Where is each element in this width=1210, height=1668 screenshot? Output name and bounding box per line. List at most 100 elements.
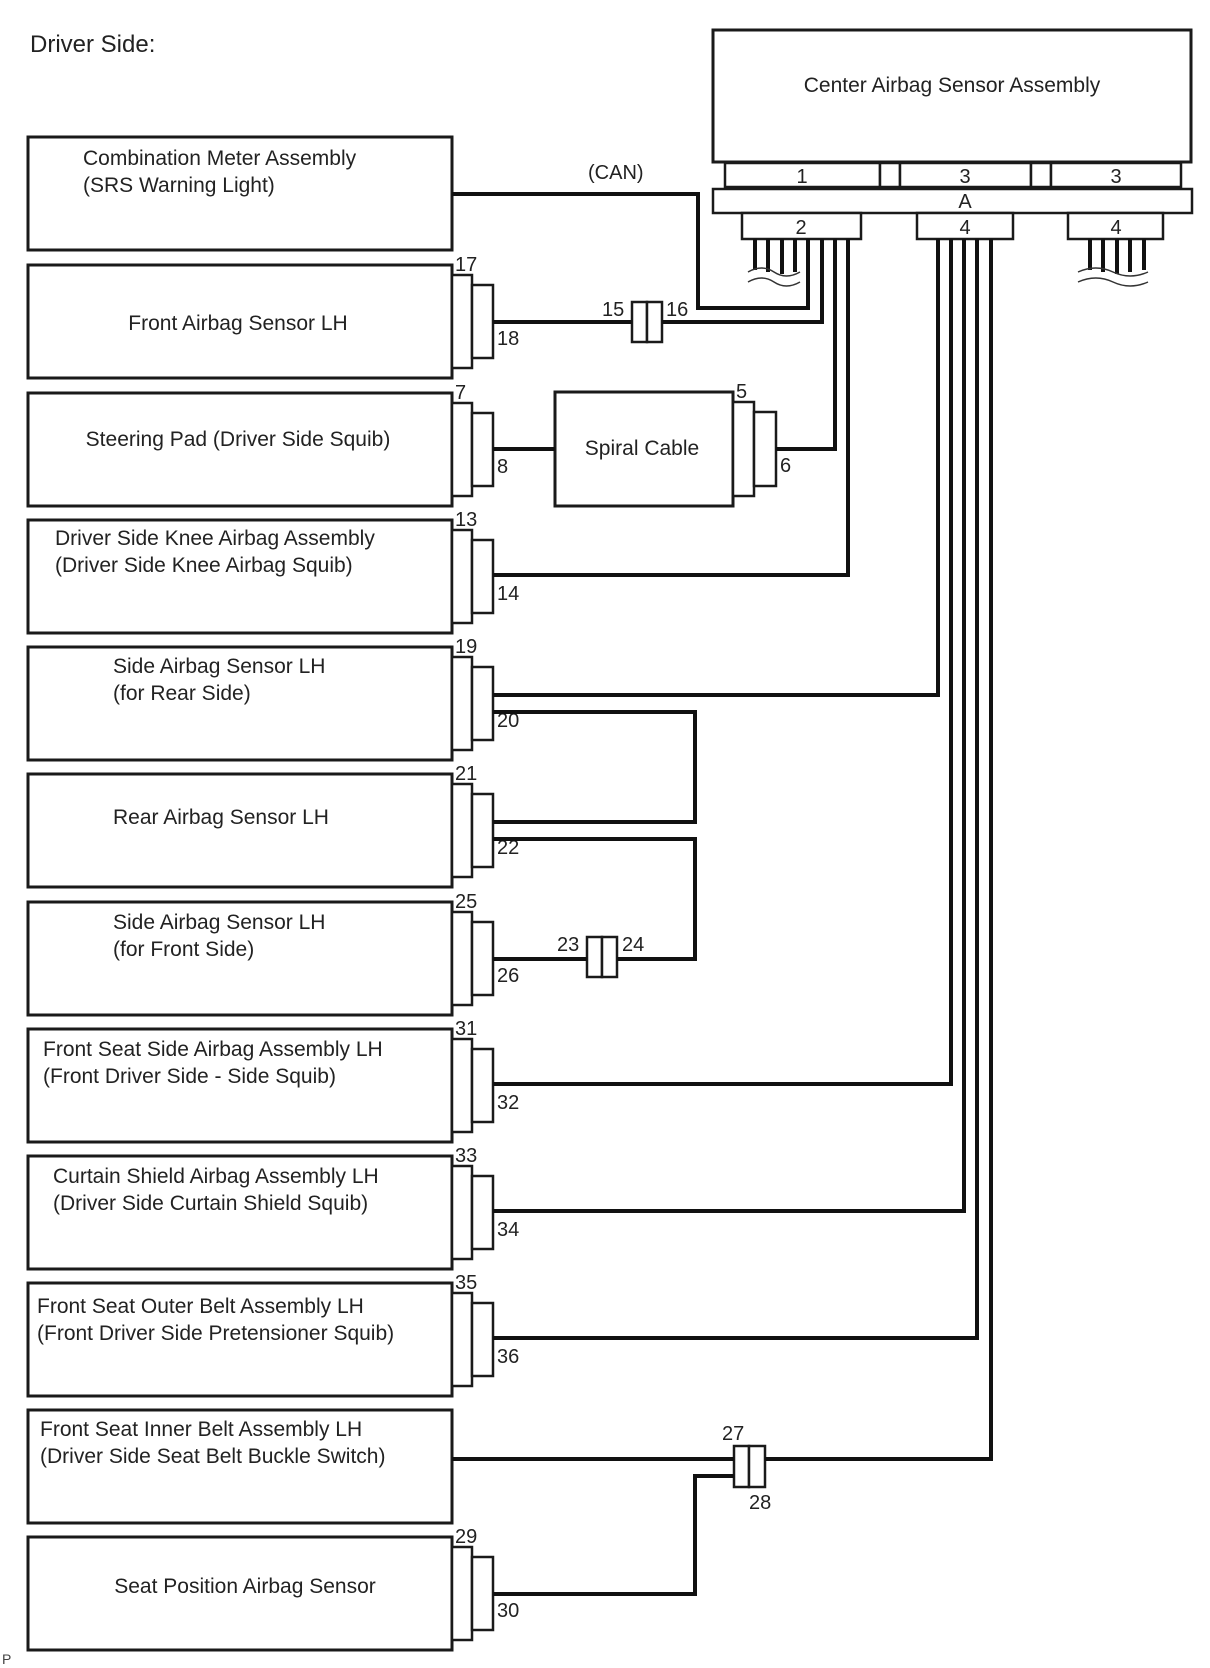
connector-inner <box>470 283 495 360</box>
pin-label: 21 <box>455 763 477 785</box>
connector-4-left-label: 4 <box>959 217 970 239</box>
component-label: Rear Airbag Sensor LH <box>113 806 329 829</box>
diagram-title: Driver Side: <box>30 31 155 58</box>
connector-inner <box>470 1301 495 1378</box>
spiral-cable: Spiral Cable 5 6 <box>553 381 791 508</box>
pin-label: 14 <box>497 583 519 605</box>
junction-27-28: 27 28 <box>722 1423 771 1514</box>
pin-label: 34 <box>497 1219 519 1241</box>
pin-label: 27 <box>722 1423 744 1445</box>
component-label: (Front Driver Side - Side Squib) <box>43 1065 336 1088</box>
pin-label: 15 <box>602 299 624 321</box>
component-front-seat-inner-belt: Front Seat Inner Belt Assembly LH(Driver… <box>26 1408 454 1525</box>
wire-outer-belt <box>493 239 979 1340</box>
component-side-airbag-sensor-front: Side Airbag Sensor LH (for Front Side) 25 2… <box>26 891 519 1017</box>
component-label: (SRS Warning Light) <box>83 174 275 197</box>
pin-label: 7 <box>455 382 466 404</box>
connector-1 <box>723 161 882 189</box>
connector-gap <box>1029 161 1053 189</box>
component-list: Combination Meter Assembly (SRS Warning L… <box>26 135 519 1652</box>
connector-3-right <box>1049 161 1183 189</box>
pin-label: 13 <box>455 509 477 531</box>
component-box <box>26 1154 454 1271</box>
component-label: Front Airbag Sensor LH <box>128 312 347 335</box>
pin-label: 6 <box>780 455 791 477</box>
component-label: (for Front Side) <box>113 938 254 961</box>
connector-inner <box>470 411 495 488</box>
pin-label: 20 <box>497 710 519 732</box>
center-airbag-sensor-assembly: Center Airbag Sensor Assembly 1 3 3 A 2 … <box>711 28 1194 241</box>
center-assembly-label: Center Airbag Sensor Assembly <box>804 74 1101 97</box>
component-label: Side Airbag Sensor LH <box>113 911 325 934</box>
break-wave-icon <box>747 267 801 277</box>
pin-label: 32 <box>497 1092 519 1114</box>
connector-outer <box>450 782 474 879</box>
connector-outer <box>450 273 474 370</box>
connector-gap <box>878 161 902 189</box>
connector-inner <box>470 792 495 869</box>
component-box <box>26 1408 454 1525</box>
can-label: (CAN) <box>588 162 644 184</box>
component-box <box>26 772 454 889</box>
component-label: Steering Pad (Driver Side Squib) <box>86 428 391 451</box>
pin-label: 35 <box>455 1272 477 1294</box>
stub-wires-connector-2 <box>747 239 801 287</box>
pin-label: 30 <box>497 1600 519 1622</box>
pin-label: 22 <box>497 837 519 859</box>
component-box <box>26 900 454 1017</box>
connector-4-right-label: 4 <box>1110 217 1121 239</box>
pin-label: 17 <box>455 254 477 276</box>
component-box <box>26 1281 454 1398</box>
component-label: Combination Meter Assembly <box>83 147 357 170</box>
component-label: Curtain Shield Airbag Assembly LH <box>53 1165 379 1188</box>
wire-can <box>452 192 810 310</box>
connector-inner <box>470 1174 495 1251</box>
component-steering-pad: Steering Pad (Driver Side Squib) 7 8 <box>26 382 508 508</box>
component-box <box>26 263 454 380</box>
spiral-connector-inner <box>752 410 778 488</box>
pin-label: 24 <box>622 934 644 956</box>
wire-spiral-cable <box>776 239 837 451</box>
connector-bus-a <box>711 187 1194 215</box>
component-label: Front Seat Inner Belt Assembly LH <box>40 1418 362 1441</box>
connector-1-label: 1 <box>796 166 807 188</box>
component-driver-knee-airbag: Driver Side Knee Airbag Assembly(Driver … <box>26 509 519 635</box>
connector-outer <box>450 655 474 752</box>
component-label: (Front Driver Side Pretensioner Squib) <box>37 1322 394 1345</box>
connector-3-left-label: 3 <box>959 166 970 188</box>
component-box <box>26 1027 454 1144</box>
wire-seat-position <box>493 1474 734 1596</box>
connector-2-label: 2 <box>795 217 806 239</box>
pin-label: 5 <box>736 381 747 403</box>
pin-label: 8 <box>497 456 508 478</box>
center-assembly-body <box>711 28 1193 164</box>
wire-knee-airbag <box>493 239 850 577</box>
pin-label: 25 <box>455 891 477 913</box>
pin-label: 31 <box>455 1018 477 1040</box>
component-label: (for Rear Side) <box>113 682 251 705</box>
connector-2 <box>740 211 863 241</box>
component-rear-airbag-sensor-lh: Rear Airbag Sensor LH 21 22 <box>26 763 519 889</box>
connector-inner <box>470 920 495 997</box>
pin-label: 33 <box>455 1145 477 1167</box>
connector-outer <box>450 401 474 498</box>
junction-23-24: 23 24 <box>557 934 644 979</box>
pin-label: 36 <box>497 1346 519 1368</box>
wire-22-24 <box>493 837 697 961</box>
wire-curtain-shield <box>493 239 966 1213</box>
component-box <box>26 391 454 508</box>
wire-20-21 <box>493 710 697 824</box>
footer-mark: P <box>2 1651 11 1667</box>
component-label: Seat Position Airbag Sensor <box>114 1575 376 1598</box>
connector-inner <box>470 538 495 615</box>
pin-label: 26 <box>497 965 519 987</box>
wires <box>452 192 993 1596</box>
component-front-seat-side-airbag: Front Seat Side Airbag Assembly LH(Front… <box>26 1018 519 1144</box>
component-label: (Driver Side Knee Airbag Squib) <box>55 554 353 577</box>
wire-front-seat-side <box>493 239 953 1086</box>
component-front-seat-outer-belt: Front Seat Outer Belt Assembly LH(Front … <box>26 1272 519 1398</box>
wire-inner-belt-2 <box>765 239 993 1461</box>
